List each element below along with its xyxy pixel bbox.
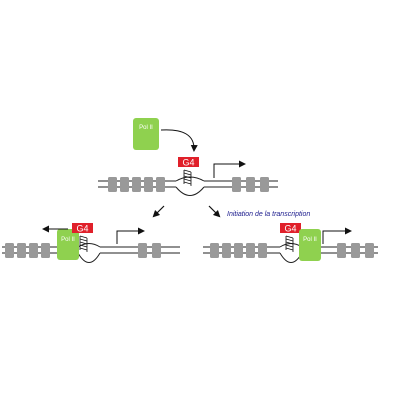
tss-arrow-icon (116, 227, 145, 244)
g-quadruplex-icon (79, 235, 88, 252)
nucleosomes-left (5, 243, 161, 258)
nucleosome (258, 243, 267, 258)
nucleosome (5, 243, 14, 258)
nucleosome (29, 243, 38, 258)
top-panel: Pol II G4 (98, 118, 310, 218)
initiation-caption: Initiation de la transcription (227, 211, 310, 218)
nucleosome (41, 243, 50, 258)
nucleosome (234, 243, 243, 258)
g4-marker-right: G4 (280, 223, 301, 252)
nucleosome (17, 243, 26, 258)
nucleosome (120, 177, 129, 192)
pol-ii-label: Pol II (303, 237, 317, 243)
recruitment-arrow-icon (160, 129, 198, 152)
nucleosomes-top (108, 177, 269, 192)
nucleosome (152, 243, 161, 258)
pol-ii-free: Pol II (133, 118, 159, 150)
g-quadruplex-icon (183, 169, 192, 186)
arrow-down-right-icon (208, 205, 221, 218)
tss-arrow-icon (322, 227, 352, 244)
pol-ii-label: Pol II (61, 237, 75, 243)
nucleosome (210, 243, 219, 258)
nucleosome (144, 177, 153, 192)
nucleosome (246, 177, 255, 192)
nucleosome (365, 243, 374, 258)
nucleosome (260, 177, 269, 192)
nucleosome (222, 243, 231, 258)
nucleosome (108, 177, 117, 192)
nucleosome (246, 243, 255, 258)
nucleosome (337, 243, 346, 258)
nucleosomes-right (210, 243, 374, 258)
pol-ii-engaged: Pol II (299, 229, 321, 261)
nucleosome (232, 177, 241, 192)
g4-label: G4 (76, 224, 88, 234)
nucleosome (138, 243, 147, 258)
nucleosome (132, 177, 141, 192)
bottom-right-panel: G4 Pol II (203, 223, 378, 263)
bottom-left-panel: Pol II G4 (2, 223, 180, 263)
nucleosome (351, 243, 360, 258)
nucleosome (156, 177, 165, 192)
g4-marker-left: G4 (72, 223, 93, 252)
arrow-down-left-icon (152, 205, 165, 218)
g-quadruplex-icon (285, 235, 294, 252)
g4-label: G4 (284, 224, 296, 234)
pol-ii-stalled: Pol II (57, 229, 79, 260)
tss-arrow-icon (213, 160, 246, 178)
g4-label: G4 (182, 158, 194, 168)
g4-marker-top: G4 (178, 157, 199, 186)
pol-ii-label: Pol II (139, 125, 153, 131)
